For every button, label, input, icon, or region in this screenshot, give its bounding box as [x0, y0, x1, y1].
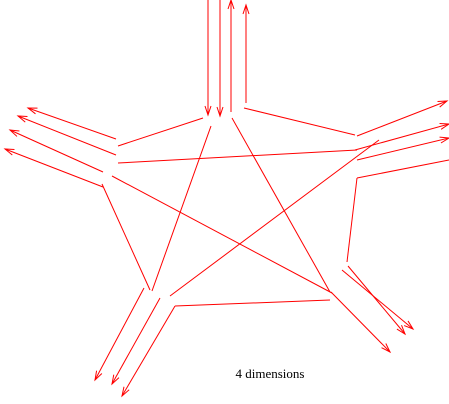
- arrowhead: [94, 370, 103, 382]
- arrowhead: [16, 115, 28, 123]
- left-arrow-2: [3, 148, 104, 188]
- arrowhead: [216, 106, 224, 118]
- edge-line-8: [346, 177, 358, 263]
- bottom-left-arrow-1: [111, 297, 161, 386]
- edge-line-2: [243, 107, 356, 136]
- arrowhead: [403, 320, 415, 331]
- upper-right-arrow-2: [354, 123, 449, 151]
- arrow-shaft: [354, 123, 449, 151]
- bottom-left-arrow-2: [121, 305, 176, 398]
- arrowhead: [8, 129, 20, 137]
- arrowhead: [381, 343, 392, 354]
- upper-right-arrow-1: [356, 100, 449, 137]
- top-outer-right-arrow: [242, 3, 250, 103]
- arrow-shaft: [356, 137, 449, 161]
- upper-left-arrow-2: [16, 115, 117, 156]
- arrow-shaft: [4, 148, 104, 188]
- left-arrow-1: [8, 129, 104, 173]
- arrowhead: [3, 148, 15, 156]
- edge-line-4: [101, 183, 151, 291]
- edge-line-11: [174, 299, 331, 307]
- edge-line-6: [231, 117, 331, 293]
- arrow-shaft: [17, 115, 117, 156]
- arrow-shaft: [9, 129, 104, 173]
- diagram-edges: [101, 107, 449, 307]
- arrow-shaft: [356, 100, 448, 137]
- arrow-shaft: [27, 107, 117, 140]
- bottom-right-arrow-2: [330, 291, 392, 354]
- arrow-shaft: [111, 297, 161, 385]
- diagram-caption: 4 dimensions: [235, 366, 305, 381]
- arrowhead: [439, 123, 449, 130]
- arrowhead: [437, 100, 449, 108]
- edge-line-9: [356, 159, 449, 179]
- arrowhead: [121, 386, 130, 398]
- arrowhead: [242, 3, 250, 15]
- edge-line-1: [117, 117, 204, 147]
- right-arrow-1: [356, 136, 449, 161]
- arrow-shaft: [330, 291, 391, 353]
- top-inner-right-arrow: [216, 0, 224, 118]
- bottom-right-arrow-1: [347, 265, 407, 336]
- bottom-right-arrow-3: [94, 287, 145, 382]
- edge-line-7: [111, 175, 333, 294]
- edge-line-5: [151, 125, 212, 292]
- edge-line-3: [117, 149, 358, 164]
- arrowhead: [26, 107, 38, 115]
- diagram-arrows: [3, 0, 449, 398]
- arrow-shaft: [94, 287, 145, 381]
- arrowhead: [111, 374, 120, 386]
- right-arrow-2: [341, 269, 415, 331]
- arrowhead: [227, 0, 235, 10]
- arrowhead: [396, 324, 407, 336]
- top-outer-left-arrow: [227, 0, 235, 112]
- arrow-shaft: [121, 305, 176, 397]
- arrowhead: [204, 105, 212, 117]
- upper-left-arrow-1: [26, 107, 117, 140]
- arrowhead: [439, 136, 449, 144]
- arrow-shaft: [341, 269, 414, 330]
- edge-line-10: [169, 139, 380, 297]
- top-inner-left-arrow: [204, 0, 212, 117]
- arrow-shaft: [347, 265, 406, 335]
